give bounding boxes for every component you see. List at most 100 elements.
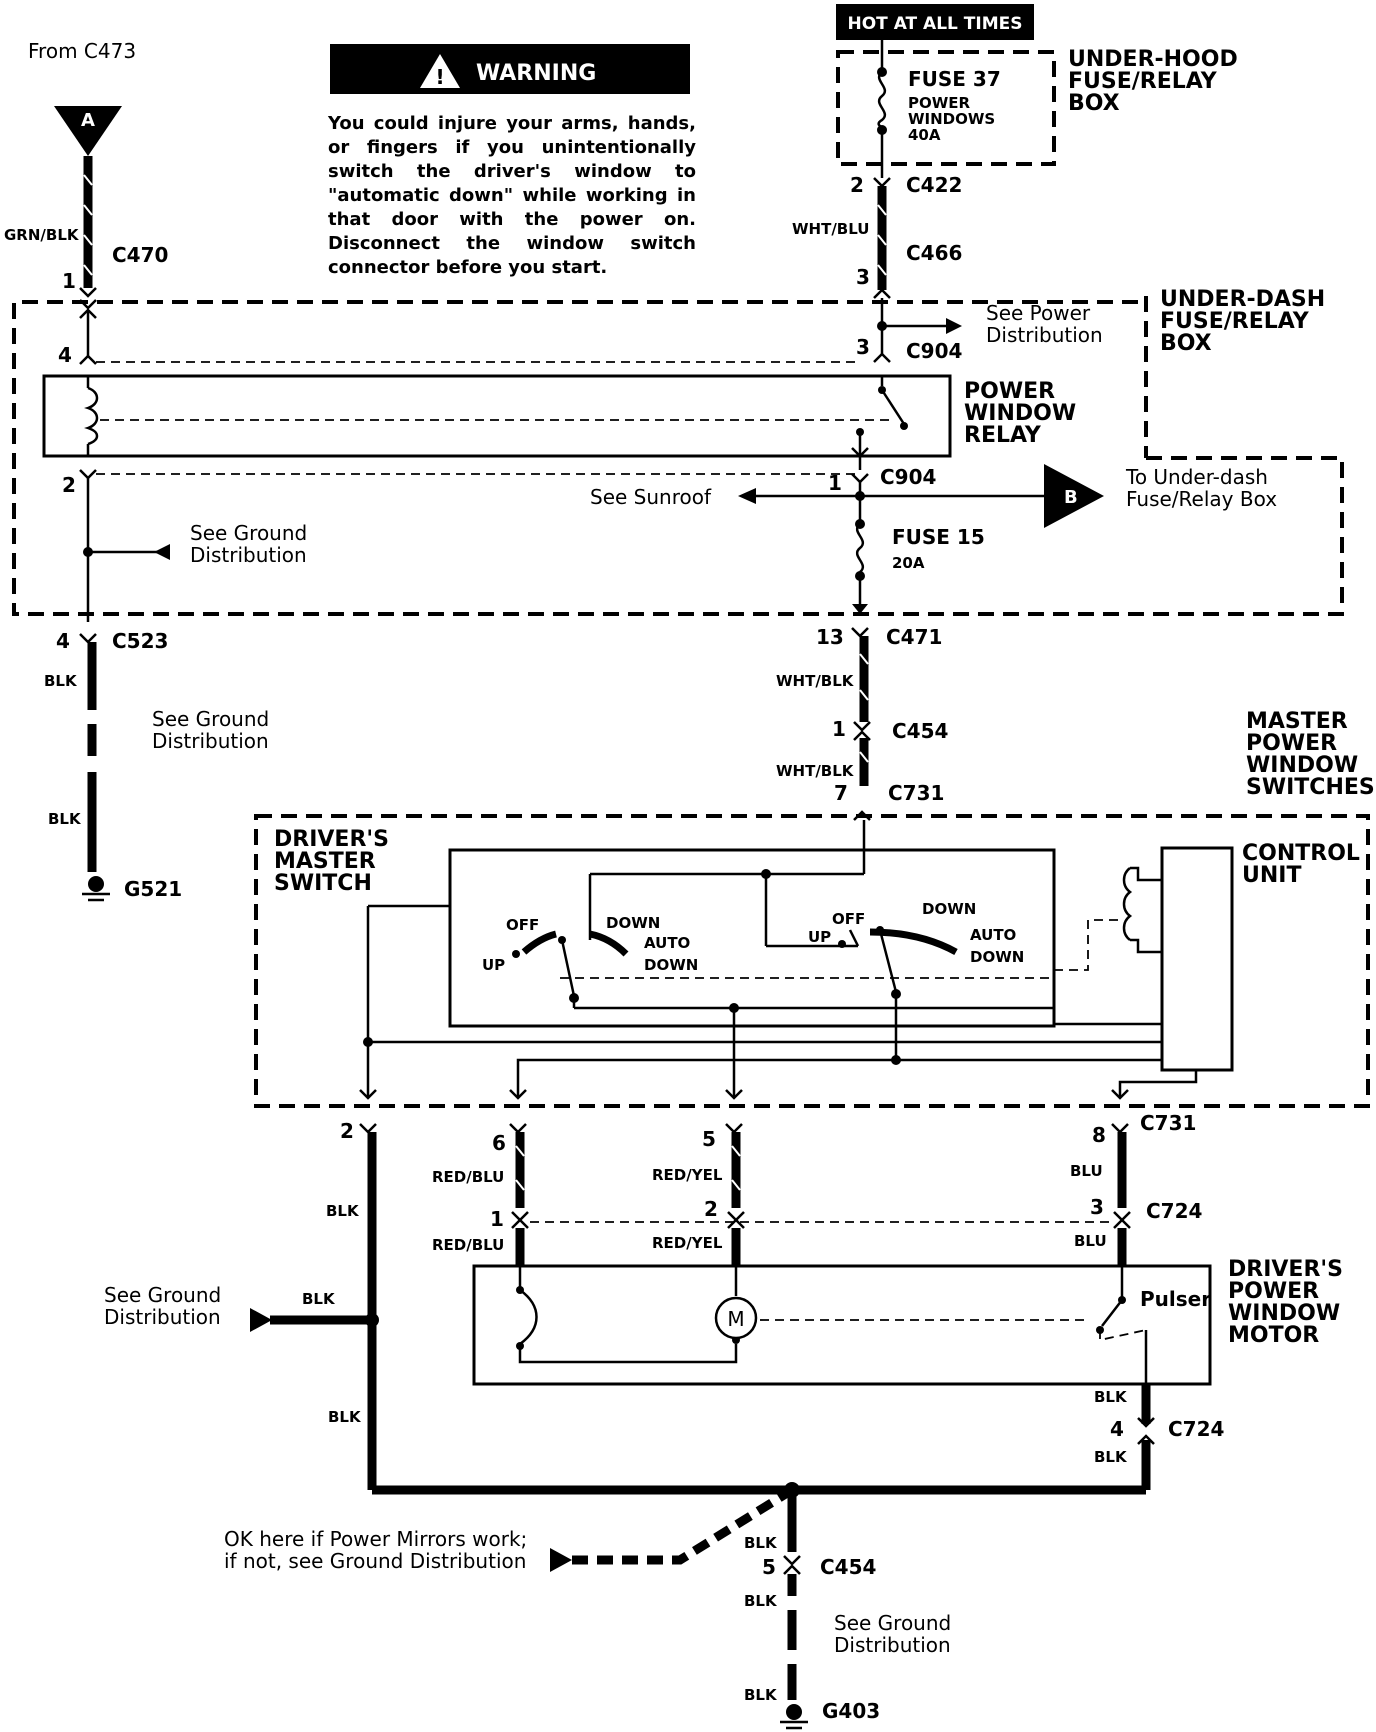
ground-g403-symbol	[780, 1704, 808, 1730]
connector-label-c904-top: C904	[906, 339, 962, 363]
fuse-37-desc-3: 40A	[908, 126, 941, 144]
pin-number: 6	[492, 1131, 506, 1155]
switch-auto-down-label-right: DOWN	[970, 948, 1024, 966]
wire-color-label: RED/YEL	[652, 1234, 723, 1252]
wire-color-label: BLK	[48, 810, 82, 828]
connector-c454-upper-symbol	[853, 721, 871, 741]
drivers-master-label-3: SWITCH	[274, 871, 372, 896]
connector-label-c724-lower: C724	[1168, 1417, 1224, 1441]
pin-number: 4	[58, 343, 72, 367]
pin-number: 4	[56, 629, 70, 653]
drivers-master-label-1: DRIVER'S	[274, 827, 389, 852]
wire-color-label: BLK	[328, 1408, 362, 1426]
wire-color-label: BLK	[1094, 1388, 1128, 1406]
pin-number: 7	[834, 781, 848, 805]
see-ground-dist-3-line2: Distribution	[104, 1305, 221, 1329]
connector-label-c731-top: C731	[888, 781, 944, 805]
switch-auto-label-left: AUTO	[644, 934, 690, 952]
ground-bus-wiring	[250, 1132, 1155, 1700]
master-switches-label-1: MASTER	[1246, 709, 1348, 734]
relay-coil	[84, 376, 890, 456]
see-ground-dist-3-line1: See Ground	[104, 1283, 221, 1307]
wire-color-label: BLK	[302, 1290, 336, 1308]
wire-color-label: RED/BLU	[432, 1236, 504, 1254]
relay-label-2: WINDOW	[964, 401, 1076, 426]
pin-number: 5	[702, 1127, 716, 1151]
see-ground-dist-4-line1: See Ground	[834, 1611, 951, 1635]
pin-number: 5	[762, 1555, 776, 1579]
pin-number: 2	[704, 1197, 718, 1221]
switch-to-motor-wires	[511, 1132, 1131, 1266]
ok-mirrors-line1: OK here if Power Mirrors work;	[224, 1527, 527, 1551]
c731-bottom-symbols	[359, 1123, 1129, 1134]
connector-a: A	[54, 106, 122, 156]
switch-auto-label-right: AUTO	[970, 926, 1016, 944]
switch-up-label-left: UP	[482, 956, 505, 974]
switch-up-label-right: UP	[808, 928, 831, 946]
master-switches-label-2: POWER	[1246, 731, 1337, 756]
switch-off-label-right: OFF	[832, 910, 865, 928]
connector-c422-symbol	[873, 177, 891, 188]
connector-label-c454-lower: C454	[820, 1555, 876, 1579]
motor-icon: M	[714, 1296, 758, 1340]
drivers-master-label-2: MASTER	[274, 849, 376, 874]
wire-color-label: BLK	[744, 1686, 778, 1704]
wire-color-label: WHT/BLU	[792, 220, 869, 238]
see-ground-dist-2-line1: See Ground	[152, 707, 269, 731]
switch-off-label-left: OFF	[506, 916, 539, 934]
pin-number: 1	[62, 269, 76, 293]
svg-text:A: A	[81, 110, 95, 131]
connector-c471-symbol	[851, 627, 869, 638]
switch-down-label-left: DOWN	[606, 914, 660, 932]
svg-text:M: M	[727, 1307, 744, 1331]
connector-label-c422: C422	[906, 173, 962, 197]
master-switches-label-4: SWITCHES	[1246, 775, 1375, 800]
switch-down-label-right: DOWN	[922, 900, 976, 918]
connector-label-c454-upper: C454	[892, 719, 948, 743]
connector-label-c904-bottom: C904	[880, 465, 936, 489]
wire-color-label: RED/YEL	[652, 1166, 723, 1184]
drivers-master-switch-box	[448, 848, 1056, 1028]
svg-text:!: !	[435, 65, 444, 89]
connector-label-c466: C466	[906, 241, 962, 265]
fuse-37-desc-1: POWER	[908, 94, 971, 112]
see-ground-dist-2-line2: Distribution	[152, 729, 269, 753]
relay-coil-feed	[79, 308, 860, 365]
see-ground-dist-1-line2: Distribution	[190, 543, 307, 567]
control-unit-coil	[1122, 866, 1162, 954]
pin-number: 3	[856, 265, 870, 289]
relay-label-1: POWER	[964, 379, 1055, 404]
svg-text:HOT AT ALL TIMES: HOT AT ALL TIMES	[848, 14, 1023, 34]
control-unit-label-1: CONTROL	[1242, 841, 1360, 866]
pin-number: 13	[816, 625, 844, 649]
connector-label-c523: C523	[112, 629, 168, 653]
pin-number: 1	[832, 717, 846, 741]
master-power-window-switches-box	[254, 814, 1370, 1108]
control-unit-box	[1160, 846, 1234, 1072]
master-switches-label-3: WINDOW	[1246, 753, 1358, 778]
power-window-relay	[42, 374, 952, 458]
fuse-15-rating: 20A	[892, 554, 925, 572]
pin-number: 8	[1092, 1123, 1106, 1147]
control-unit-label-2: UNIT	[1242, 863, 1301, 888]
fuse-37-desc-2: WINDOWS	[908, 110, 995, 128]
relay-contact	[851, 376, 908, 458]
wire-color-label: BLK	[744, 1592, 778, 1610]
motor-internal-wiring	[516, 1266, 1148, 1384]
relay-label-3: RELAY	[964, 423, 1042, 448]
wht-blu-wire	[877, 186, 887, 290]
wire-color-label: GRN/BLK	[4, 226, 80, 244]
pin-number: 3	[856, 335, 870, 359]
wire-color-label: WHT/BLK	[776, 762, 855, 780]
relay-ground-path	[79, 469, 860, 622]
wire-color-label: RED/BLU	[432, 1168, 504, 1186]
under-hood-label-3: BOX	[1068, 91, 1120, 116]
fuse-15-branch	[738, 456, 1050, 614]
relay-switch-feed	[873, 298, 962, 363]
pulser-label: Pulser	[1140, 1287, 1211, 1311]
pin-number: 2	[62, 473, 76, 497]
see-power-dist-2: Distribution	[986, 323, 1103, 347]
connector-c466-symbol	[873, 288, 891, 299]
warning-title: WARNING	[476, 61, 596, 86]
under-dash-box	[12, 300, 1344, 616]
